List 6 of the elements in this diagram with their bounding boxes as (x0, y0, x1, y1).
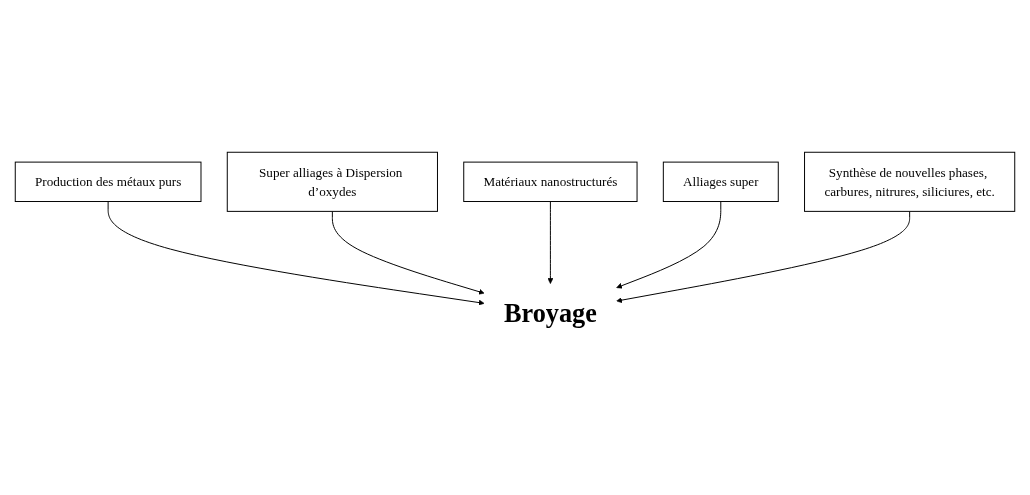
node-box: Production des métaux purs (14, 161, 202, 202)
node-box: Synthèse de nouvelles phases, carbures, nitrures, siliciures, etc. (804, 151, 1016, 212)
node-text: Broyage (503, 298, 597, 328)
node-box: Matériaux nanostructurés (463, 161, 638, 202)
node-box: Alliages super (662, 161, 779, 202)
node-box: Super alliages à Dispersion d’oxydes (226, 151, 438, 212)
